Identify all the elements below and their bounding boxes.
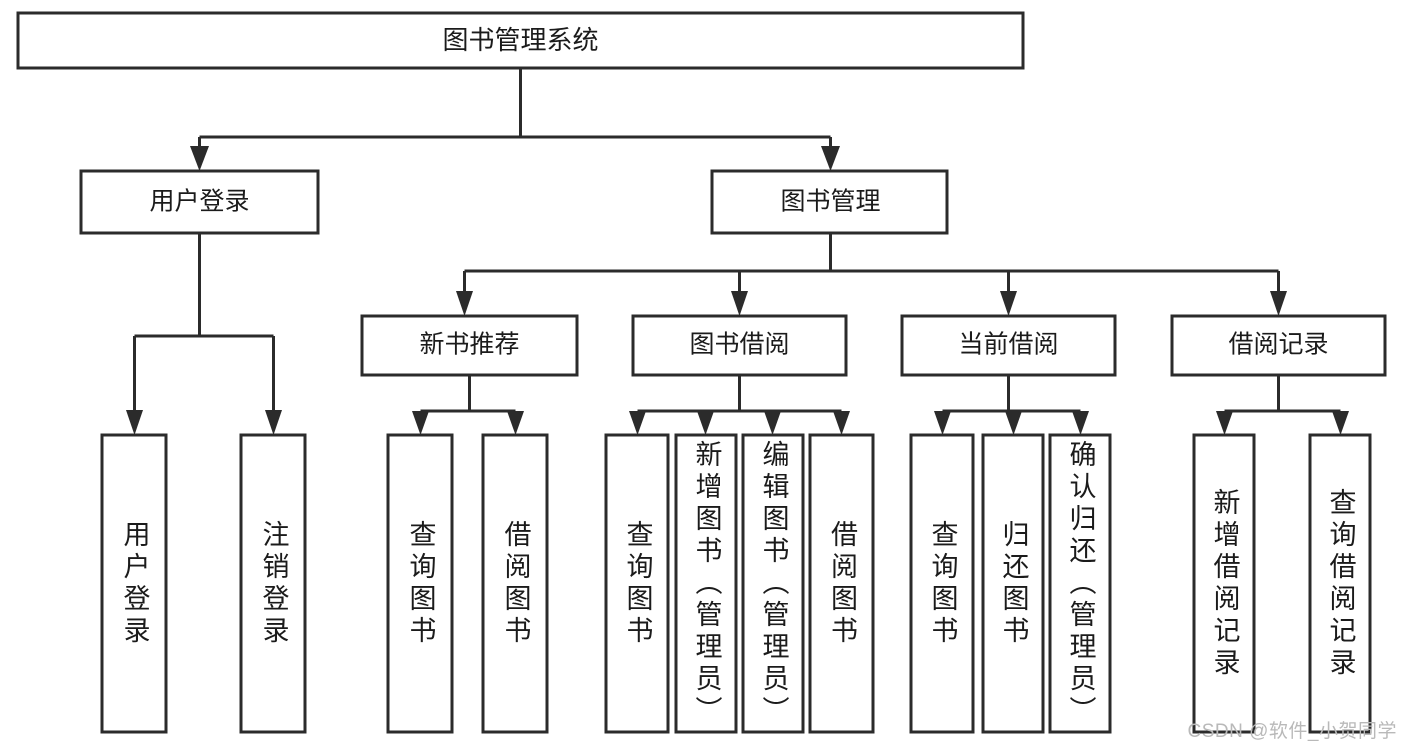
arrow-head-book-borrow xyxy=(731,291,748,316)
arrow-head-leaf-add-borrow-record xyxy=(1216,411,1233,435)
arrow-head-user-login xyxy=(190,146,209,171)
node-new-book-recommend-box[interactable] xyxy=(360,314,579,377)
node-user-login-label: 用户登录 xyxy=(149,188,249,216)
node-borrow-record-label: 借阅记录 xyxy=(1228,331,1328,359)
node-book-borrow[interactable]: 图书借阅 xyxy=(631,314,848,377)
node-current-borrow[interactable]: 当前借阅 xyxy=(900,314,1117,377)
arrow-head-leaf-query-borrow-record xyxy=(1332,411,1349,435)
arrow-head-leaf-query-book-2 xyxy=(629,411,646,435)
leaf-query-book-3-box[interactable] xyxy=(909,433,975,734)
arrow-head-leaf-query-book-3 xyxy=(934,411,951,435)
node-book-borrow-label: 图书借阅 xyxy=(689,331,789,359)
leaf-logout-login-box[interactable] xyxy=(239,433,307,734)
node-book-manage-label: 图书管理 xyxy=(780,188,880,216)
arrow-head-leaf-user-login xyxy=(126,410,143,435)
arrow-head-borrow-record xyxy=(1270,291,1287,316)
node-current-borrow-box[interactable] xyxy=(900,314,1117,377)
csdn-watermark: CSDN @软件_小贺同学 xyxy=(1187,721,1397,742)
leaf-add-book-box[interactable] xyxy=(674,433,738,734)
node-book-borrow-box[interactable] xyxy=(631,314,848,377)
arrow-head-new-book-recommend xyxy=(456,291,473,316)
node-new-book-recommend[interactable]: 新书推荐 xyxy=(360,314,579,377)
leaf-borrow-book-1-box[interactable] xyxy=(481,433,549,734)
arrow-head-leaf-logout-login xyxy=(265,410,282,435)
leaf-borrow-book-2-box[interactable] xyxy=(808,433,875,734)
arrow-head-book-manage xyxy=(821,146,840,171)
arrow-head-current-borrow xyxy=(1000,291,1017,316)
arrow-head-leaf-return-book xyxy=(1005,411,1022,435)
node-root[interactable]: 图书管理系统 xyxy=(16,11,1025,70)
connectors xyxy=(126,68,1349,435)
node-book-manage-box[interactable] xyxy=(710,169,949,235)
arrow-head-leaf-borrow-book-1 xyxy=(507,411,524,435)
node-root-box[interactable] xyxy=(16,11,1025,70)
node-user-login[interactable]: 用户登录 xyxy=(79,169,320,235)
leaf-edit-book-box[interactable] xyxy=(741,433,805,734)
leaf-query-book-2-box[interactable] xyxy=(604,433,670,734)
leaf-confirm-return-box[interactable] xyxy=(1048,433,1112,734)
arrow-head-leaf-confirm-return xyxy=(1072,411,1089,435)
arrow-head-leaf-add-book xyxy=(697,411,714,435)
node-new-book-recommend-label: 新书推荐 xyxy=(419,331,519,359)
leaf-query-borrow-record-box[interactable] xyxy=(1308,433,1372,734)
leaf-boxes xyxy=(100,433,1372,734)
node-book-manage[interactable]: 图书管理 xyxy=(710,169,949,235)
leaf-add-borrow-record-box[interactable] xyxy=(1192,433,1256,734)
node-borrow-record[interactable]: 借阅记录 xyxy=(1170,314,1387,377)
node-root-label: 图书管理系统 xyxy=(442,25,598,55)
leaf-user-login-box[interactable] xyxy=(100,433,168,734)
arrow-head-leaf-edit-book xyxy=(764,411,781,435)
node-user-login-box[interactable] xyxy=(79,169,320,235)
leaf-query-book-1-box[interactable] xyxy=(386,433,454,734)
node-borrow-record-box[interactable] xyxy=(1170,314,1387,377)
arrow-head-leaf-borrow-book-2 xyxy=(833,411,850,435)
node-current-borrow-label: 当前借阅 xyxy=(958,331,1058,359)
leaf-return-book-box[interactable] xyxy=(981,433,1045,734)
arrow-head-leaf-query-book-1 xyxy=(412,411,429,435)
